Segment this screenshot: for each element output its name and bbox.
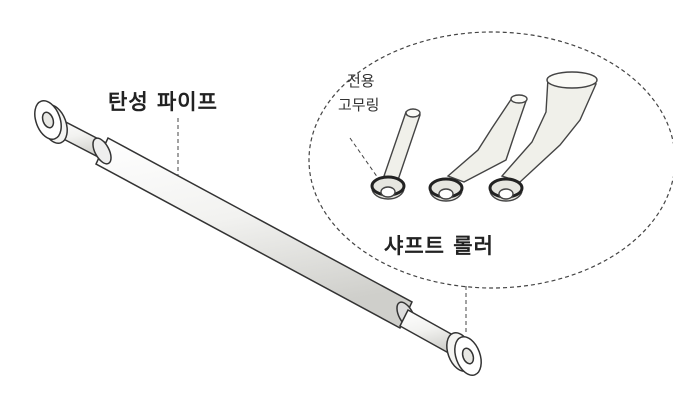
shaft-roller-small <box>370 108 421 200</box>
rubber-ring-label-line2: 고무링 <box>338 96 380 114</box>
shaft-roller-label: 샤프트 롤러 <box>384 234 494 258</box>
elastic-pipe <box>34 100 482 376</box>
elastic-pipe-label: 탄성 파이프 <box>108 90 218 114</box>
callout-ellipse <box>308 31 673 289</box>
shaft-roller-medium <box>428 94 528 202</box>
rubber-ring-label-line1: 전용 <box>347 72 375 90</box>
shaft-roller-large <box>488 71 598 202</box>
ring-leader-line <box>349 137 379 179</box>
